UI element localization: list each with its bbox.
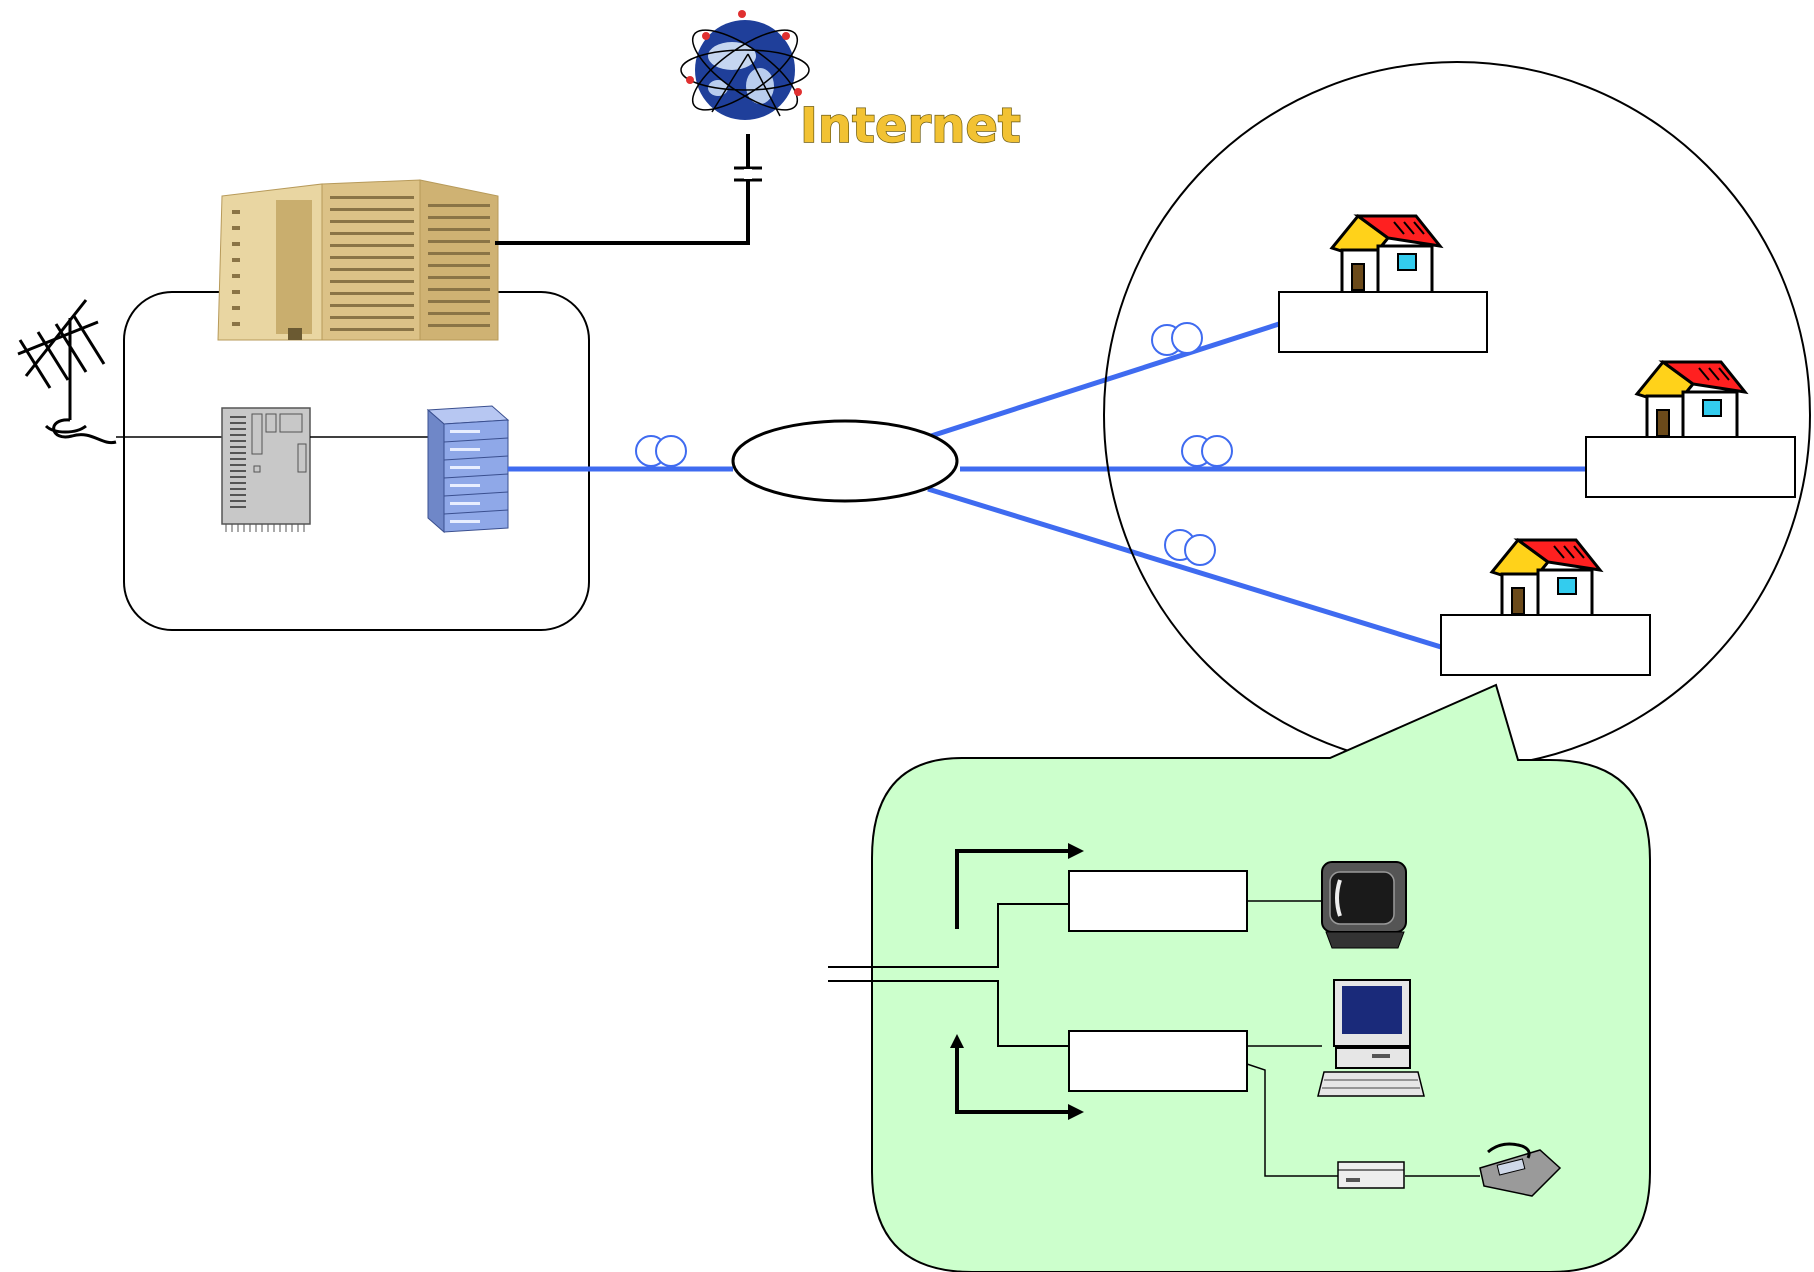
- onu2-to-modem-line: [1246, 1063, 1338, 1177]
- television-icon: [1321, 861, 1407, 949]
- home-box-1: [1278, 291, 1488, 353]
- home-box-3: [1440, 614, 1651, 676]
- fiber-coil-icon: [635, 435, 687, 467]
- house-icon: [1329, 213, 1444, 296]
- home-box-2: [1585, 436, 1796, 498]
- modem-icon: [1337, 1161, 1405, 1189]
- upstream-arrow-head-right: [1068, 1104, 1084, 1120]
- house-icon: [1634, 359, 1749, 442]
- optical-splitter: [731, 419, 959, 503]
- downstream-arrow: [955, 849, 1070, 929]
- uplink-capacitor-symbol: [734, 166, 762, 182]
- fiber-drop-line-3: [927, 486, 1442, 650]
- server-icon: [221, 407, 311, 532]
- fiber-coil-icon: [1164, 529, 1216, 566]
- upstream-arrow: [955, 1040, 1070, 1114]
- office-building-icon: [217, 179, 499, 341]
- fiber-coil-icon: [1151, 322, 1203, 356]
- upstream-arrow-head-up: [950, 1034, 964, 1048]
- globe-icon: [680, 10, 810, 120]
- drop-wire-lower: [828, 980, 1069, 1047]
- onu-box-1: [1068, 870, 1248, 932]
- downstream-arrow-head: [1068, 843, 1084, 859]
- desktop-computer-icon: [1317, 979, 1425, 1097]
- headend-enclosure: [123, 291, 590, 631]
- fiber-lines: [508, 321, 1586, 650]
- network-switch-rack-icon: [426, 405, 510, 534]
- onu-box-2: [1068, 1030, 1248, 1092]
- fiber-coil-icon: [1181, 435, 1233, 467]
- house-icon: [1489, 537, 1604, 620]
- fiber-drop-line-1: [927, 321, 1280, 440]
- fax-machine-icon: [1479, 1142, 1562, 1197]
- drop-wire-upper: [828, 903, 1069, 968]
- internet-label: Internet: [800, 98, 1021, 154]
- tv-antenna-icon: [17, 299, 117, 445]
- internet-uplink-line: [495, 134, 750, 245]
